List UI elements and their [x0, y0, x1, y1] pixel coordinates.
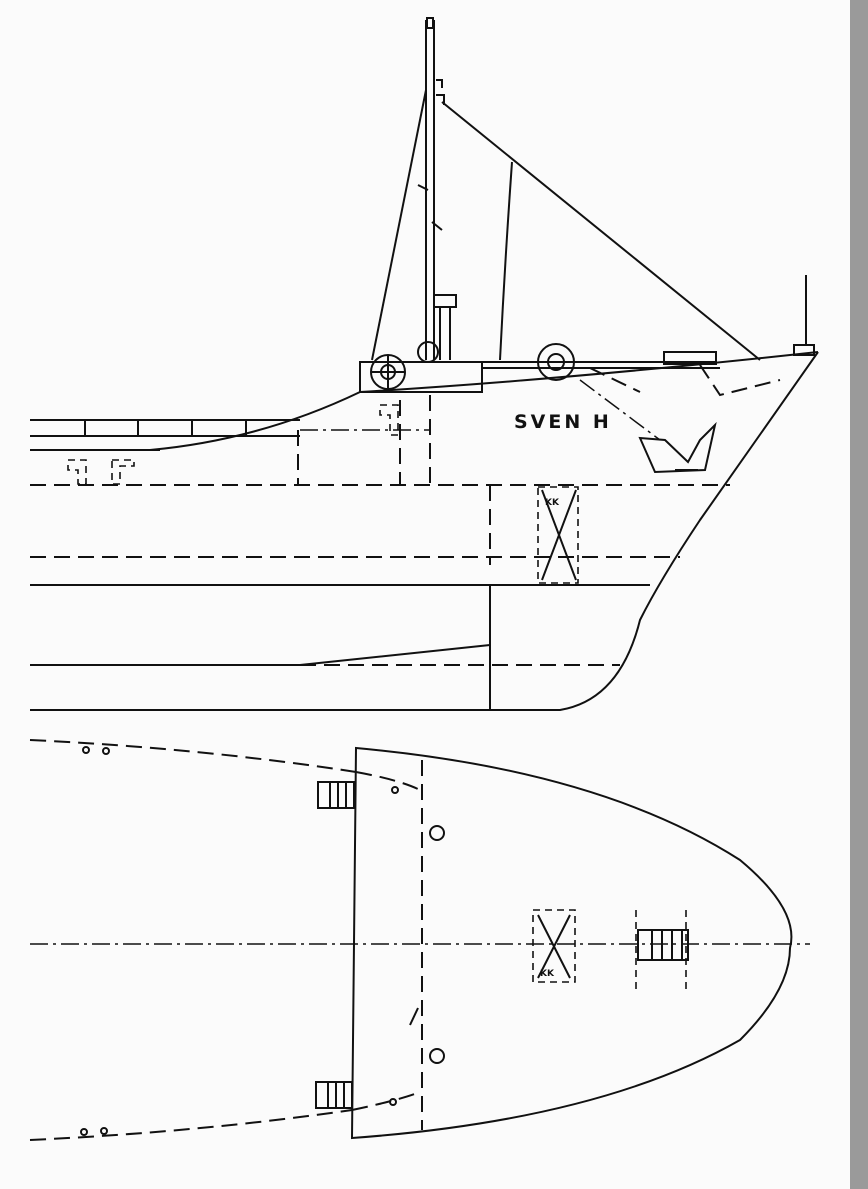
rigging: [371, 89, 761, 361]
ladders: [315, 781, 689, 1109]
scan-edge: [850, 0, 868, 1189]
profile-view: KK SVEN H: [30, 17, 819, 711]
plan-view: KK: [29, 739, 810, 1141]
hatch-label-plan: KK: [540, 969, 555, 979]
hatch-label-profile: KK: [545, 498, 560, 508]
deck-fittings: [359, 275, 815, 393]
mast: [417, 17, 457, 360]
ship-name: SVEN H: [514, 411, 612, 433]
anchor: [638, 421, 717, 474]
hull-outline: KK: [30, 351, 819, 711]
